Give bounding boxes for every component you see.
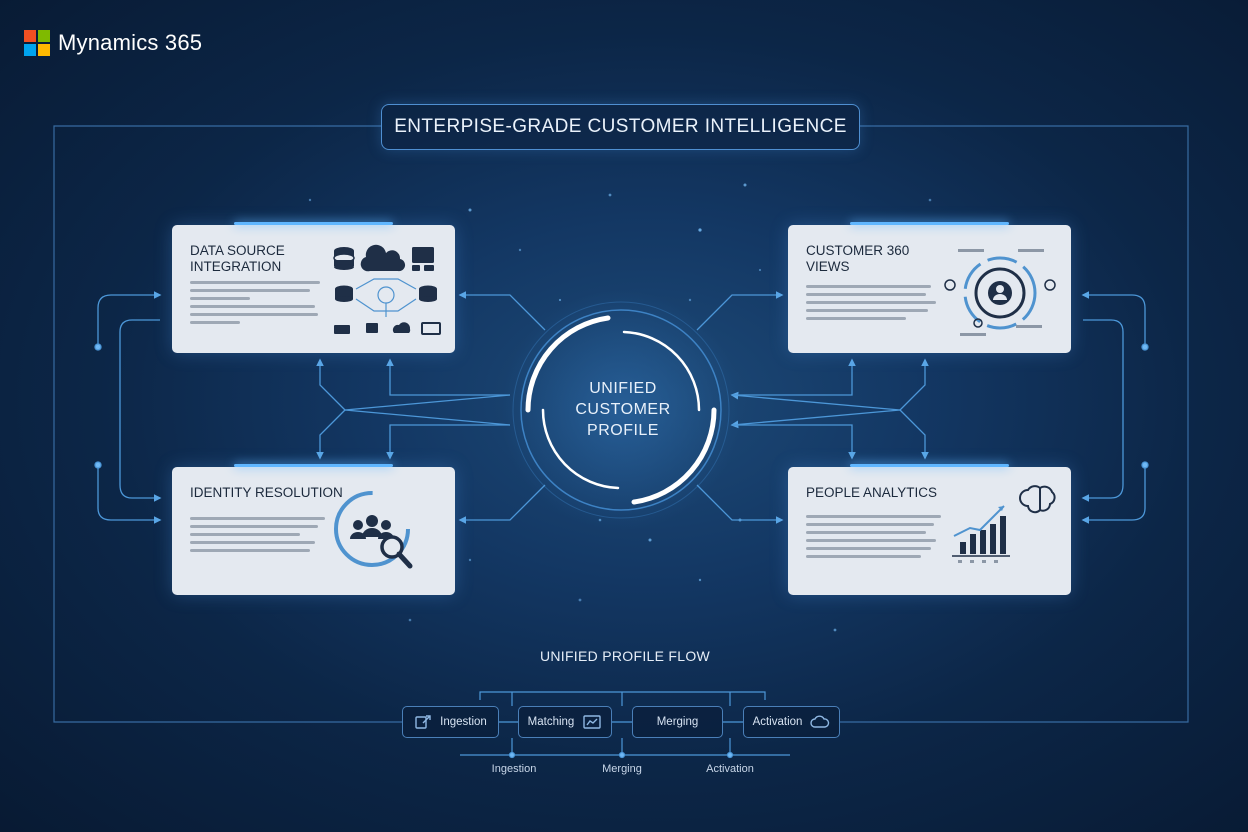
card-title-line2: VIEWS xyxy=(806,259,850,274)
flow-connectors xyxy=(460,691,790,759)
customer-360-icon xyxy=(944,249,1056,336)
card-title: DATA SOURCE INTEGRATION xyxy=(190,243,320,275)
flow-step-label: Merging xyxy=(656,716,699,728)
card-title-line1: PEOPLE ANALYTICS xyxy=(806,485,938,500)
flow-label-merging: Merging xyxy=(602,763,642,775)
card-identity-resolution[interactable]: IDENTITY RESOLUTION xyxy=(172,464,455,595)
flow-step-label: Matching xyxy=(527,716,575,728)
card-data-source-integration[interactable]: DATA SOURCE INTEGRATION xyxy=(172,222,455,353)
identity-search-icon xyxy=(334,491,413,569)
ingestion-icon xyxy=(415,715,431,729)
card-placeholder-text xyxy=(806,515,946,563)
card-title: CUSTOMER 360 VIEWS xyxy=(806,243,936,275)
side-loops xyxy=(94,291,1149,524)
analytics-chart-icon xyxy=(952,485,1056,563)
hub-ring xyxy=(501,290,741,530)
brand-logo-icon xyxy=(24,30,50,56)
flow-label-ingestion: Ingestion xyxy=(491,763,537,775)
card-placeholder-text xyxy=(806,285,946,325)
card-title-line1: CUSTOMER 360 xyxy=(806,243,910,258)
card-title-line1: IDENTITY RESOLUTION xyxy=(190,485,343,500)
brand: Mynamics 365 xyxy=(24,30,202,56)
hub-connectors xyxy=(316,291,929,524)
card-title-line1: DATA SOURCE xyxy=(190,243,285,258)
card-title: IDENTITY RESOLUTION xyxy=(190,485,350,501)
hub-label-line2: CUSTOMER xyxy=(575,401,671,418)
flow-step-matching[interactable]: Matching xyxy=(518,706,612,738)
card-placeholder-text xyxy=(190,517,330,557)
database-integration-icon xyxy=(333,244,441,335)
card-title-line2: INTEGRATION xyxy=(190,259,282,274)
card-title: PEOPLE ANALYTICS xyxy=(806,485,966,501)
hub-label-line1: UNIFIED xyxy=(589,380,657,397)
hub-label-line3: PROFILE xyxy=(587,422,659,439)
flow-step-merging[interactable]: Merging xyxy=(632,706,723,738)
flow-step-activation[interactable]: Activation xyxy=(743,706,840,738)
page-title: ENTERPISE-GRADE CUSTOMER INTELLIGENCE xyxy=(394,116,847,137)
flow-label-activation: Activation xyxy=(706,763,754,775)
card-people-analytics[interactable]: PEOPLE ANALYTICS xyxy=(788,464,1071,595)
page-title-box: ENTERPISE-GRADE CUSTOMER INTELLIGENCE xyxy=(381,104,860,150)
flow-step-label: Activation xyxy=(752,716,803,728)
hub-label: UNIFIED CUSTOMER PROFILE xyxy=(553,378,693,441)
flow-step-label: Ingestion xyxy=(440,716,487,728)
card-placeholder-text xyxy=(190,281,330,329)
cloud-icon xyxy=(810,715,830,728)
card-customer-360-views[interactable]: CUSTOMER 360 VIEWS xyxy=(788,222,1071,353)
matching-icon xyxy=(583,715,602,729)
outer-frame xyxy=(53,125,1189,723)
flow-step-ingestion[interactable]: Ingestion xyxy=(402,706,499,738)
flow-title: UNIFIED PROFILE FLOW xyxy=(539,648,711,664)
brand-name: Mynamics 365 xyxy=(58,30,203,55)
